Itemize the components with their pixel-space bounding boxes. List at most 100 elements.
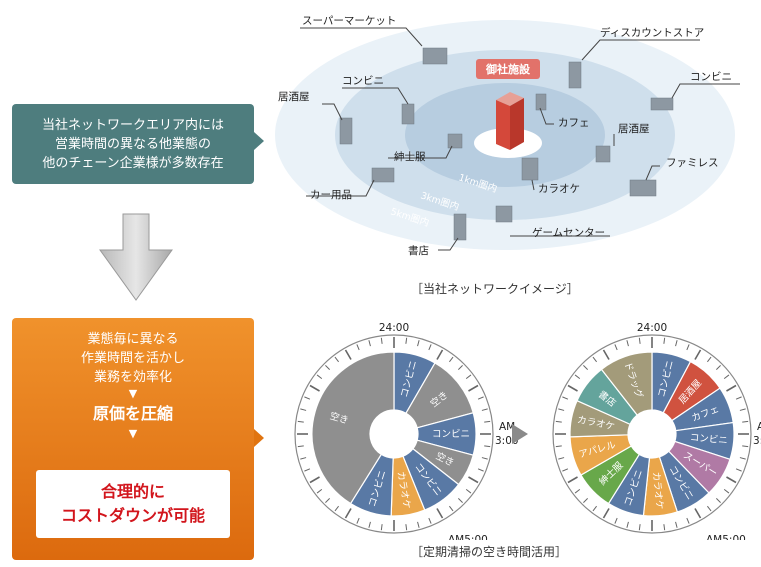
clock-tick — [297, 420, 304, 423]
clock-tick — [481, 457, 488, 460]
clock-caption: ［定期清掃の空き時間活用］ — [411, 545, 568, 559]
client-facility-icon — [496, 92, 524, 150]
store-icons — [339, 47, 674, 241]
store-label-cafe: カフェ — [558, 117, 590, 129]
clock-tick — [723, 489, 730, 494]
clock-tick — [567, 476, 578, 484]
clock-tick — [592, 356, 597, 363]
clock-tick — [428, 517, 432, 524]
clock-hub — [371, 411, 417, 457]
network-diagram: 1km圏内 3km圏内 5km圏内 御社施設 — [275, 15, 740, 257]
clock-tick — [316, 374, 323, 379]
clock-tick — [583, 497, 589, 503]
clock-tick — [465, 374, 472, 379]
clock-tick — [468, 476, 479, 484]
store-label-izakaya-2: 居酒屋 — [618, 122, 650, 135]
clock-segment — [311, 351, 395, 505]
time-label-3am-prefix: AM — [499, 421, 515, 433]
callout-line-2: 営業時間の異なる他業態の — [54, 137, 211, 152]
clock-tick — [707, 505, 712, 512]
clock-tick — [675, 521, 678, 528]
clock-tick — [638, 524, 641, 531]
clock-tick — [380, 337, 383, 344]
clock-tick — [344, 508, 352, 519]
clock-tick — [309, 476, 320, 484]
store-icon — [650, 97, 674, 111]
time-label-midnight: 24:00 — [637, 322, 667, 334]
clock-tick — [297, 445, 304, 448]
clock-hub — [629, 411, 675, 457]
callout-line-1: 当社ネットワークエリア内には — [41, 118, 224, 133]
store-icon — [595, 145, 611, 163]
clock-tick — [300, 408, 307, 411]
clock-tick — [405, 524, 408, 531]
store-label-bookstore: 書店 — [408, 244, 429, 257]
clock-tick — [368, 521, 371, 528]
clock-tick — [739, 408, 746, 411]
time-label-3am-prefix: AM — [757, 421, 761, 433]
process-line-1: 業態毎に異なる — [87, 332, 179, 347]
client-facility-label: 御社施設 — [485, 62, 531, 76]
clock-segment — [600, 351, 653, 416]
clock-tick — [558, 457, 565, 460]
clock-segment-label: コンビニ — [432, 429, 470, 440]
clock-tick — [457, 365, 463, 371]
clock-tick — [334, 356, 339, 363]
callout-pointer — [254, 132, 264, 150]
clock-tick — [484, 420, 491, 423]
clock-after: コンビニ居酒屋カフェコンビニスーパーコンビニカラオケコンビニ紳士服アパレルカラオ… — [552, 322, 761, 540]
callout-line-3: 他のチェーン企業様が多数存在 — [42, 156, 224, 171]
store-label-supermarket: スーパーマーケット — [302, 15, 396, 27]
clock-tick — [325, 497, 331, 503]
clock-tick — [436, 508, 444, 519]
store-label-game-center: ゲームセンター — [532, 227, 605, 239]
store-icon — [422, 47, 448, 65]
store-icon — [453, 213, 467, 241]
clock-tick — [567, 384, 578, 392]
store-label-izakaya-1: 居酒屋 — [278, 90, 310, 103]
clock-tick — [675, 340, 678, 347]
clock-tick — [344, 349, 352, 360]
store-label-discount: ディスカウントストア — [600, 26, 704, 39]
store-icon — [568, 61, 582, 89]
clock-tick — [309, 384, 320, 392]
clock-tick — [583, 365, 589, 371]
clock-segment-label: 空き — [328, 410, 350, 427]
store-icon — [447, 133, 463, 149]
time-label-5am: AM5:00 — [448, 534, 488, 540]
clock-tick — [449, 356, 454, 363]
time-label-midnight: 24:00 — [379, 322, 409, 334]
clock-tick — [726, 476, 737, 484]
down-arrow-icon — [99, 213, 173, 301]
clock-tick — [334, 505, 339, 512]
transition-arrow-icon — [512, 424, 528, 444]
clock-tick — [574, 374, 581, 379]
clock-segment-label: コンビニ — [689, 432, 728, 446]
clock-tick — [715, 497, 721, 503]
result-line-1: 合理的に — [100, 482, 165, 501]
clock-tick — [562, 468, 569, 472]
clock-tick — [468, 384, 479, 392]
clock-tick — [428, 344, 432, 351]
clock-tick — [555, 445, 562, 448]
store-label-car-goods: カー用品 — [310, 189, 352, 201]
clock-tick — [484, 445, 491, 448]
process-line-2: 作業時間を活かし — [80, 351, 185, 366]
client-facility-badge — [476, 59, 540, 79]
clock-tick — [735, 396, 742, 400]
clock-tick — [368, 340, 371, 347]
clock-tick — [686, 344, 690, 351]
clock-tick — [614, 344, 618, 351]
store-icon — [535, 93, 547, 111]
clock-diagrams: コンビニ空きコンビニ空きコンビニカラオケコンビニ空き24:00AM3:00AM5… — [294, 322, 761, 540]
clock-tick — [304, 396, 311, 400]
clock-tick — [614, 517, 618, 524]
clock-tick — [436, 349, 444, 360]
time-label-3am: 3:00 — [753, 435, 761, 447]
clock-tick — [715, 365, 721, 371]
time-label-5am: AM5:00 — [706, 534, 746, 540]
clock-tick — [325, 365, 331, 371]
clock-tick — [380, 524, 383, 531]
clock-tick — [356, 344, 360, 351]
clock-before: コンビニ空きコンビニ空きコンビニカラオケコンビニ空き24:00AM3:00AM5… — [294, 322, 519, 540]
